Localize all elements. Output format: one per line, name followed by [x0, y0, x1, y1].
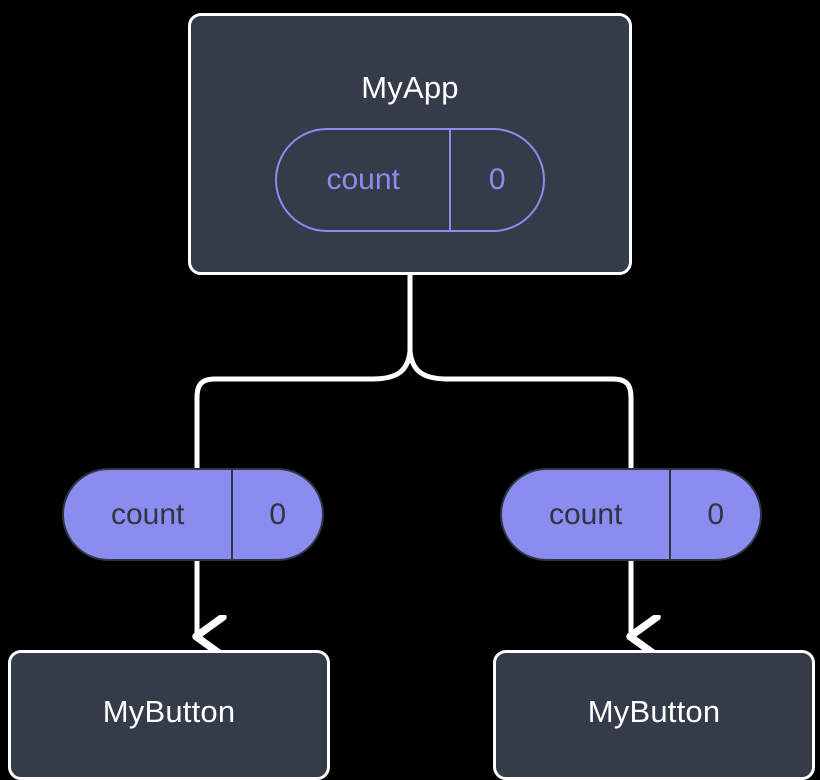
component-title-mybutton-right: MyButton	[587, 694, 721, 729]
state-pill-root[interactable]: count 0	[275, 128, 545, 232]
state-pill-child-right[interactable]: count 0	[500, 468, 762, 561]
component-node-mybutton-right[interactable]: MyButton	[493, 650, 815, 780]
state-value-child-right: 0	[669, 470, 760, 559]
connector-branch-right	[407, 348, 634, 471]
state-key-root: count	[326, 163, 400, 196]
component-node-mybutton-left[interactable]: MyButton	[8, 650, 330, 780]
connector-branch-left	[194, 348, 413, 471]
state-pill-child-left[interactable]: count 0	[62, 468, 324, 561]
component-title-mybutton-left: MyButton	[102, 694, 236, 729]
state-value-child-left: 0	[231, 470, 322, 559]
state-key-child-right: count	[549, 497, 623, 531]
component-title-myapp: MyApp	[361, 70, 459, 105]
state-key-child-left: count	[111, 497, 185, 531]
state-value-root: 0	[449, 130, 543, 230]
